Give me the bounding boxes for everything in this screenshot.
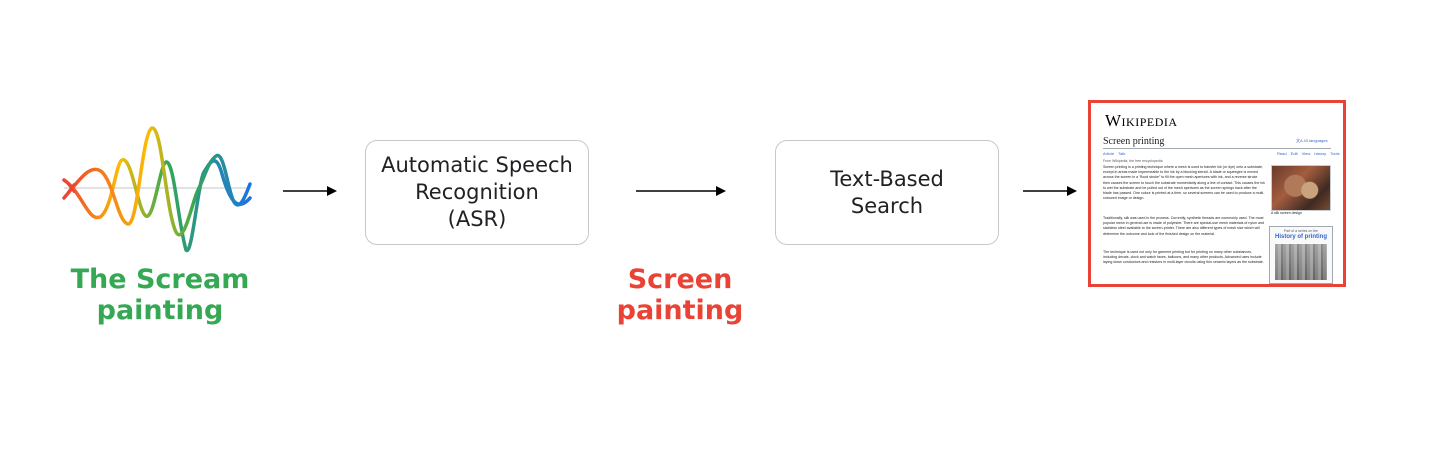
search-result-wikipedia-page: Wikipedia Screen printing 文A 43 language… <box>1088 100 1346 287</box>
input-caption: The Scream painting <box>60 264 260 326</box>
asr-output-line-2: painting <box>616 295 744 326</box>
article-title: Screen printing <box>1103 136 1165 147</box>
asr-box-line-1: Automatic Speech <box>381 153 573 177</box>
asr-output-line-1: Screen <box>627 264 733 295</box>
article-tabs-left: Article Talk <box>1103 151 1126 156</box>
article-tabs-right: Read Edit View history Tools <box>1277 151 1340 156</box>
article-from-line: From Wikipedia, the free encyclopedia <box>1103 159 1163 163</box>
search-box-line-2: Search <box>850 193 924 218</box>
wikipedia-logo: Wikipedia <box>1105 111 1178 130</box>
arrow-right-icon <box>283 186 337 196</box>
article-paragraph-2: Traditionally, silk was used in the proc… <box>1103 216 1264 236</box>
asr-output-caption: Screen painting <box>580 264 780 326</box>
input-caption-line-1: The Scream <box>70 264 250 295</box>
languages-link: 文A 43 languages <box>1296 138 1328 143</box>
title-divider <box>1103 148 1331 149</box>
article-paragraph-3: The technique is used not only for garme… <box>1103 250 1264 265</box>
image-caption: A silk screen design <box>1271 211 1302 215</box>
article-paragraph-1: Screen printing is a printing technique … <box>1103 165 1265 201</box>
search-box-line-1: Text-Based <box>830 166 944 191</box>
input-caption-line-2: painting <box>96 295 224 326</box>
asr-box-line-2: Recognition <box>415 180 539 204</box>
printing-history-image <box>1275 244 1327 280</box>
sidebox-title: History of printing <box>1275 234 1327 240</box>
arrow-right-icon <box>1023 186 1077 196</box>
audio-waveform-icon <box>62 126 252 252</box>
text-search-box: Text-Based Search <box>775 140 999 245</box>
asr-box-line-3: (ASR) <box>447 207 507 231</box>
asr-box: Automatic Speech Recognition (ASR) <box>365 140 589 245</box>
sidebox-kicker: Part of a series on the <box>1283 229 1319 233</box>
silk-screen-image <box>1271 165 1331 211</box>
arrow-right-icon <box>636 186 726 196</box>
history-of-printing-sidebox: Part of a series on the History of print… <box>1269 226 1333 284</box>
